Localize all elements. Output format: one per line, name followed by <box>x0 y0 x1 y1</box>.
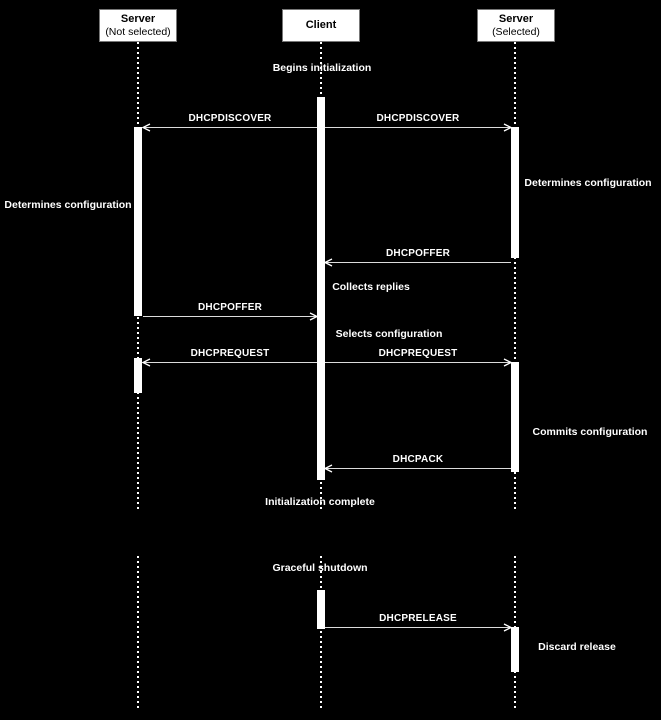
message-dhcpdiscover-to-unselected: DHCPDISCOVER <box>142 110 317 132</box>
note-initialization-complete: Initialization complete <box>265 496 375 508</box>
activation-bar-server-not-selected-2 <box>134 358 142 393</box>
message-line <box>325 127 511 128</box>
message-label: DHCPREQUEST <box>190 348 270 359</box>
message-label: DHCPOFFER <box>197 302 263 313</box>
message-line <box>325 362 511 363</box>
arrowhead-left-icon <box>324 464 333 473</box>
activation-bar-server-selected-1 <box>511 127 519 258</box>
arrowhead-right-icon <box>503 123 512 132</box>
actor-name: Client <box>305 19 337 31</box>
message-label: DHCPDISCOVER <box>376 113 460 124</box>
actor-box-server-selected: Server (Selected) <box>477 9 555 42</box>
message-line <box>325 262 511 263</box>
message-label: DHCPREQUEST <box>378 348 458 359</box>
message-dhcprelease: DHCPRELEASE <box>325 610 512 632</box>
note-discard-release: Discard release <box>538 641 616 653</box>
arrowhead-left-icon <box>142 123 151 132</box>
lifeline-client-lower <box>320 556 322 708</box>
message-line <box>325 627 511 628</box>
message-dhcpoffer-from-unselected: DHCPOFFER <box>143 299 318 321</box>
arrowhead-left-icon <box>324 258 333 267</box>
message-label: DHCPRELEASE <box>379 613 457 624</box>
message-label: DHCPDISCOVER <box>188 113 272 124</box>
note-determines-configuration-right: Determines configuration <box>524 177 652 189</box>
message-label: DHCPOFFER <box>385 248 451 259</box>
message-dhcpdiscover-to-selected: DHCPDISCOVER <box>325 110 512 132</box>
actor-subtitle: (Selected) <box>492 26 540 38</box>
activation-bar-server-selected-2 <box>511 362 519 472</box>
activation-bar-client-init <box>317 97 325 480</box>
message-label: DHCPACK <box>392 454 444 465</box>
note-begins-initialization: Begins initialization <box>272 62 372 74</box>
arrowhead-right-icon <box>503 358 512 367</box>
message-dhcprequest-to-unselected: DHCPREQUEST <box>142 345 317 367</box>
lifeline-server-selected-upper <box>514 42 516 512</box>
arrowhead-right-icon <box>503 623 512 632</box>
message-line <box>143 316 317 317</box>
message-dhcpack: DHCPACK <box>324 451 511 473</box>
message-line <box>325 468 511 469</box>
actor-box-server-not-selected: Server (Not selected) <box>99 9 177 42</box>
activation-bar-server-selected-3 <box>511 627 519 672</box>
note-commits-configuration: Commits configuration <box>532 426 648 438</box>
arrowhead-right-icon <box>309 312 318 321</box>
activation-bar-server-not-selected-1 <box>134 127 142 316</box>
lifeline-server-not-selected-lower <box>137 556 139 708</box>
actor-name: Server <box>498 13 534 25</box>
note-collects-replies: Collects replies <box>332 281 410 293</box>
arrowhead-left-icon <box>142 358 151 367</box>
note-selects-configuration: Selects configuration <box>335 328 443 340</box>
actor-subtitle: (Not selected) <box>105 26 171 38</box>
message-dhcpoffer-from-selected: DHCPOFFER <box>324 245 511 267</box>
message-dhcprequest-to-selected: DHCPREQUEST <box>325 345 512 367</box>
message-line <box>143 127 317 128</box>
note-determines-configuration-left: Determines configuration <box>4 199 132 211</box>
activation-bar-client-shutdown <box>317 590 325 629</box>
actor-name: Server <box>120 13 156 25</box>
actor-box-client: Client <box>282 9 360 42</box>
message-line <box>143 362 317 363</box>
note-graceful-shutdown: Graceful shutdown <box>272 562 368 574</box>
